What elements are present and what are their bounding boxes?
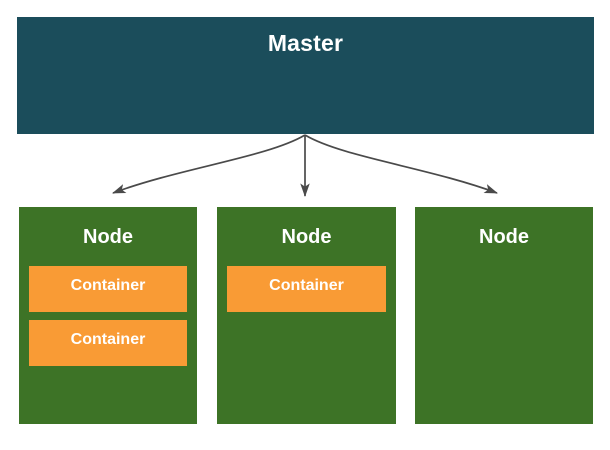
container-box-1-0[interactable]: Container (227, 266, 386, 312)
container-label-0-1: Container (70, 331, 146, 348)
node-box-1[interactable]: Node Container (217, 207, 396, 424)
node-box-2[interactable]: Node (415, 207, 593, 424)
arrow-master-to-node-0 (112, 134, 306, 194)
container-box-0-0[interactable]: Container (29, 266, 187, 312)
container-box-0-1[interactable]: Container (29, 320, 187, 366)
master-box[interactable]: Master (17, 17, 594, 134)
arrow-master-to-node-2 (304, 134, 498, 194)
node-label-1: Node (281, 226, 332, 248)
node-box-0[interactable]: Node Container Container (19, 207, 197, 424)
node-label-2: Node (479, 226, 529, 248)
container-label-1-0: Container (269, 277, 344, 294)
master-label: Master (267, 30, 344, 56)
container-label-0-0: Container (70, 277, 146, 294)
node-label-0: Node (83, 226, 133, 248)
